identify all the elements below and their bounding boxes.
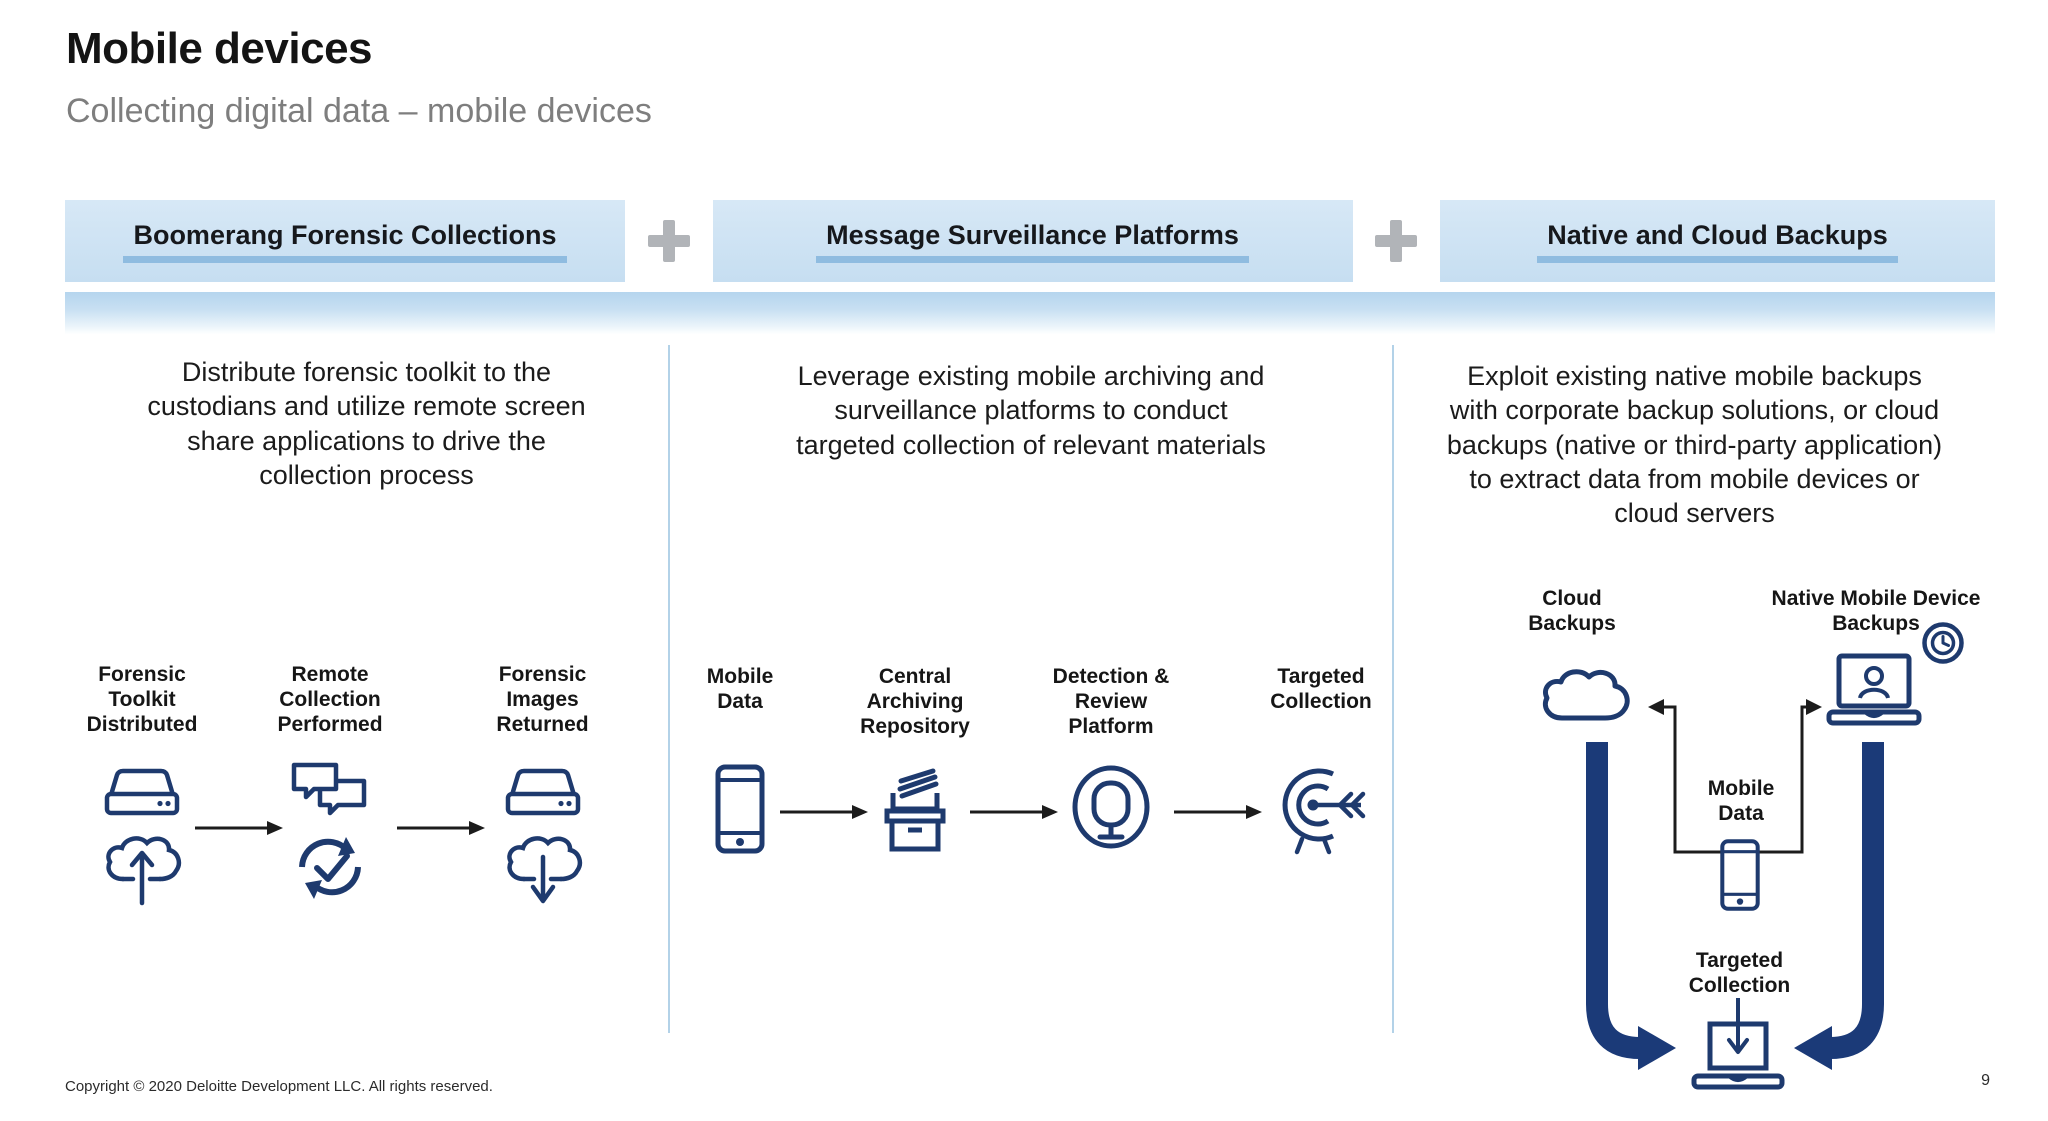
column-divider — [668, 345, 670, 1033]
mobile-data-label: Mobile Data — [1707, 777, 1775, 826]
step-central-archiving: Central Archiving Repository — [840, 665, 990, 855]
page-number: 9 — [1981, 1072, 1990, 1089]
header-label: Native and Cloud Backups — [1537, 220, 1898, 263]
page-subtitle: Collecting digital data – mobile devices — [66, 92, 652, 130]
copyright-text: Copyright © 2020 Deloitte Development LL… — [65, 1078, 493, 1095]
accent-band — [65, 292, 1995, 334]
columns-container: Distribute forensic toolkit to the custo… — [65, 345, 1995, 1090]
archive-box-icon — [884, 768, 946, 852]
backup-history-icon — [1922, 622, 1964, 664]
header-bar-surveillance: Message Surveillance Platforms — [712, 200, 1353, 282]
plus-icon — [647, 220, 690, 262]
laptop-user-icon — [1826, 653, 1922, 726]
smartphone-icon — [1720, 839, 1760, 911]
flow-arrow — [968, 803, 1058, 826]
column-boomerang: Distribute forensic toolkit to the custo… — [65, 345, 668, 1045]
step-mobile-data: Mobile Data — [670, 665, 810, 855]
column-description: Leverage existing mobile archiving and s… — [796, 361, 1266, 460]
flow-arrow — [395, 819, 485, 842]
hard-drive-icon — [104, 768, 180, 816]
header-row: Boomerang Forensic Collections Message S… — [65, 200, 1995, 282]
cloud-upload-icon — [106, 836, 182, 906]
step-forensic-images: Forensic Images Returned — [465, 663, 620, 907]
flow-surveillance: Mobile Data Central Archiving Rep — [670, 665, 1392, 995]
laptop-download-icon — [1691, 998, 1785, 1090]
native-backups-label: Native Mobile Device Backups — [1771, 587, 1981, 636]
flow-arrow — [193, 819, 283, 842]
cloud-download-icon — [506, 836, 582, 904]
sync-check-icon — [299, 837, 361, 899]
plus-icon — [1375, 220, 1418, 262]
header-bar-backups: Native and Cloud Backups — [1440, 200, 1995, 282]
column-surveillance: Leverage existing mobile archiving and s… — [670, 345, 1392, 1045]
step-forensic-toolkit: Forensic Toolkit Distributed — [67, 663, 217, 907]
flow-boomerang: Forensic Toolkit Distributed — [65, 663, 668, 1008]
target-arrow-icon — [1282, 768, 1366, 855]
flow-arrow — [1172, 803, 1262, 826]
targeted-collection-label: Targeted Collection — [1688, 949, 1791, 998]
header-label: Message Surveillance Platforms — [816, 220, 1249, 263]
backup-flow-connectors — [1586, 699, 1884, 1070]
column-backups: Exploit existing native mobile backups w… — [1394, 345, 1995, 1090]
header-label: Boomerang Forensic Collections — [123, 220, 567, 263]
step-detection-review: Detection & Review Platform — [1035, 665, 1187, 855]
flow-arrow — [778, 803, 868, 826]
column-description: Exploit existing native mobile backups w… — [1446, 361, 1943, 529]
chat-bubbles-icon — [291, 762, 367, 816]
smartphone-icon — [715, 764, 765, 854]
hard-drive-icon — [505, 768, 580, 816]
header-bar-boomerang: Boomerang Forensic Collections — [65, 200, 625, 282]
cloud-backups-label: Cloud Backups — [1528, 587, 1616, 636]
page-title: Mobile devices — [66, 24, 373, 73]
step-remote-collection: Remote Collection Performed — [250, 663, 410, 907]
detection-lens-icon — [1072, 765, 1150, 849]
cloud-icon — [1542, 669, 1630, 721]
flow-backups: Cloud Backups Native Mobile Device Backu… — [1394, 580, 1995, 1121]
step-targeted-collection: Targeted Collection — [1246, 665, 1396, 855]
column-description: Distribute forensic toolkit to the custo… — [147, 357, 586, 490]
column-divider — [1392, 345, 1394, 1033]
